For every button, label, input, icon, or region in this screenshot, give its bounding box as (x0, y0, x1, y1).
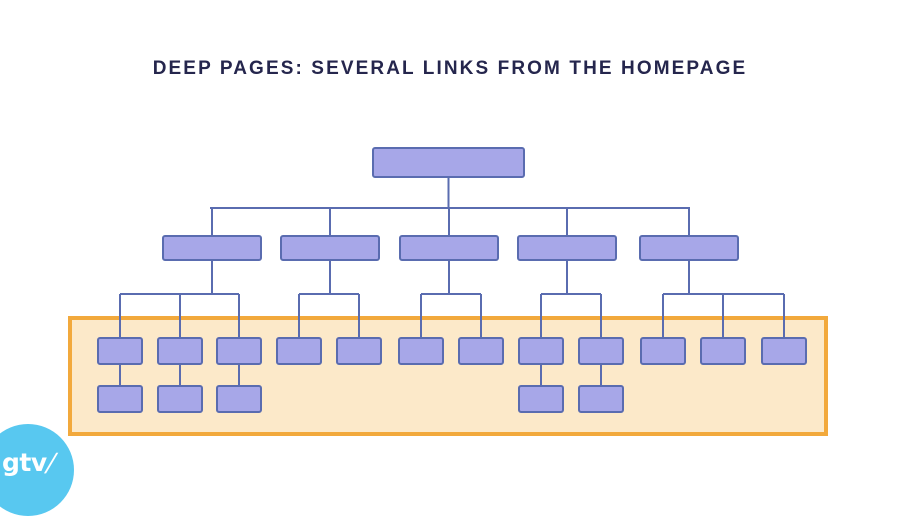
highlight-region (68, 316, 828, 436)
tree-node-level-3[interactable] (640, 337, 686, 365)
tree-node-level-4[interactable] (518, 385, 564, 413)
tree-node-level-3[interactable] (398, 337, 444, 365)
node-layer (97, 147, 807, 413)
tree-node-level-3[interactable] (518, 337, 564, 365)
tree-node-level-3[interactable] (97, 337, 143, 365)
gtv-logo-text: gtv/ (2, 448, 59, 477)
tree-node-level-2[interactable] (517, 235, 617, 261)
tree-node-level-4[interactable] (97, 385, 143, 413)
hierarchy-tree-svg (68, 147, 828, 436)
page-title: DEEP PAGES: SEVERAL LINKS FROM THE HOMEP… (152, 58, 748, 79)
tree-node-level-3[interactable] (336, 337, 382, 365)
tree-node-level-3[interactable] (157, 337, 203, 365)
diagram-canvas: DEEP PAGES: SEVERAL LINKS FROM THE HOMEP… (0, 58, 828, 516)
gtv-logo-word: gtv (2, 448, 47, 477)
tree-node-level-4[interactable] (216, 385, 262, 413)
tree-node-level-2[interactable] (162, 235, 262, 261)
tree-node-level-3[interactable] (700, 337, 746, 365)
tree-node-level-2[interactable] (280, 235, 380, 261)
tree-node-level-3[interactable] (276, 337, 322, 365)
tree-node-level-4[interactable] (578, 385, 624, 413)
tree-node-level-3[interactable] (458, 337, 504, 365)
tree-node-level-3[interactable] (761, 337, 807, 365)
tree-node-level-3[interactable] (578, 337, 624, 365)
tree-node-level-3[interactable] (216, 337, 262, 365)
tree-node-level-4[interactable] (157, 385, 203, 413)
tree-node-level-1[interactable] (372, 147, 525, 178)
tree-node-level-2[interactable] (639, 235, 739, 261)
highlight-region-layer (68, 316, 828, 436)
tree-node-level-2[interactable] (399, 235, 499, 261)
connector-layer (119, 177, 785, 386)
